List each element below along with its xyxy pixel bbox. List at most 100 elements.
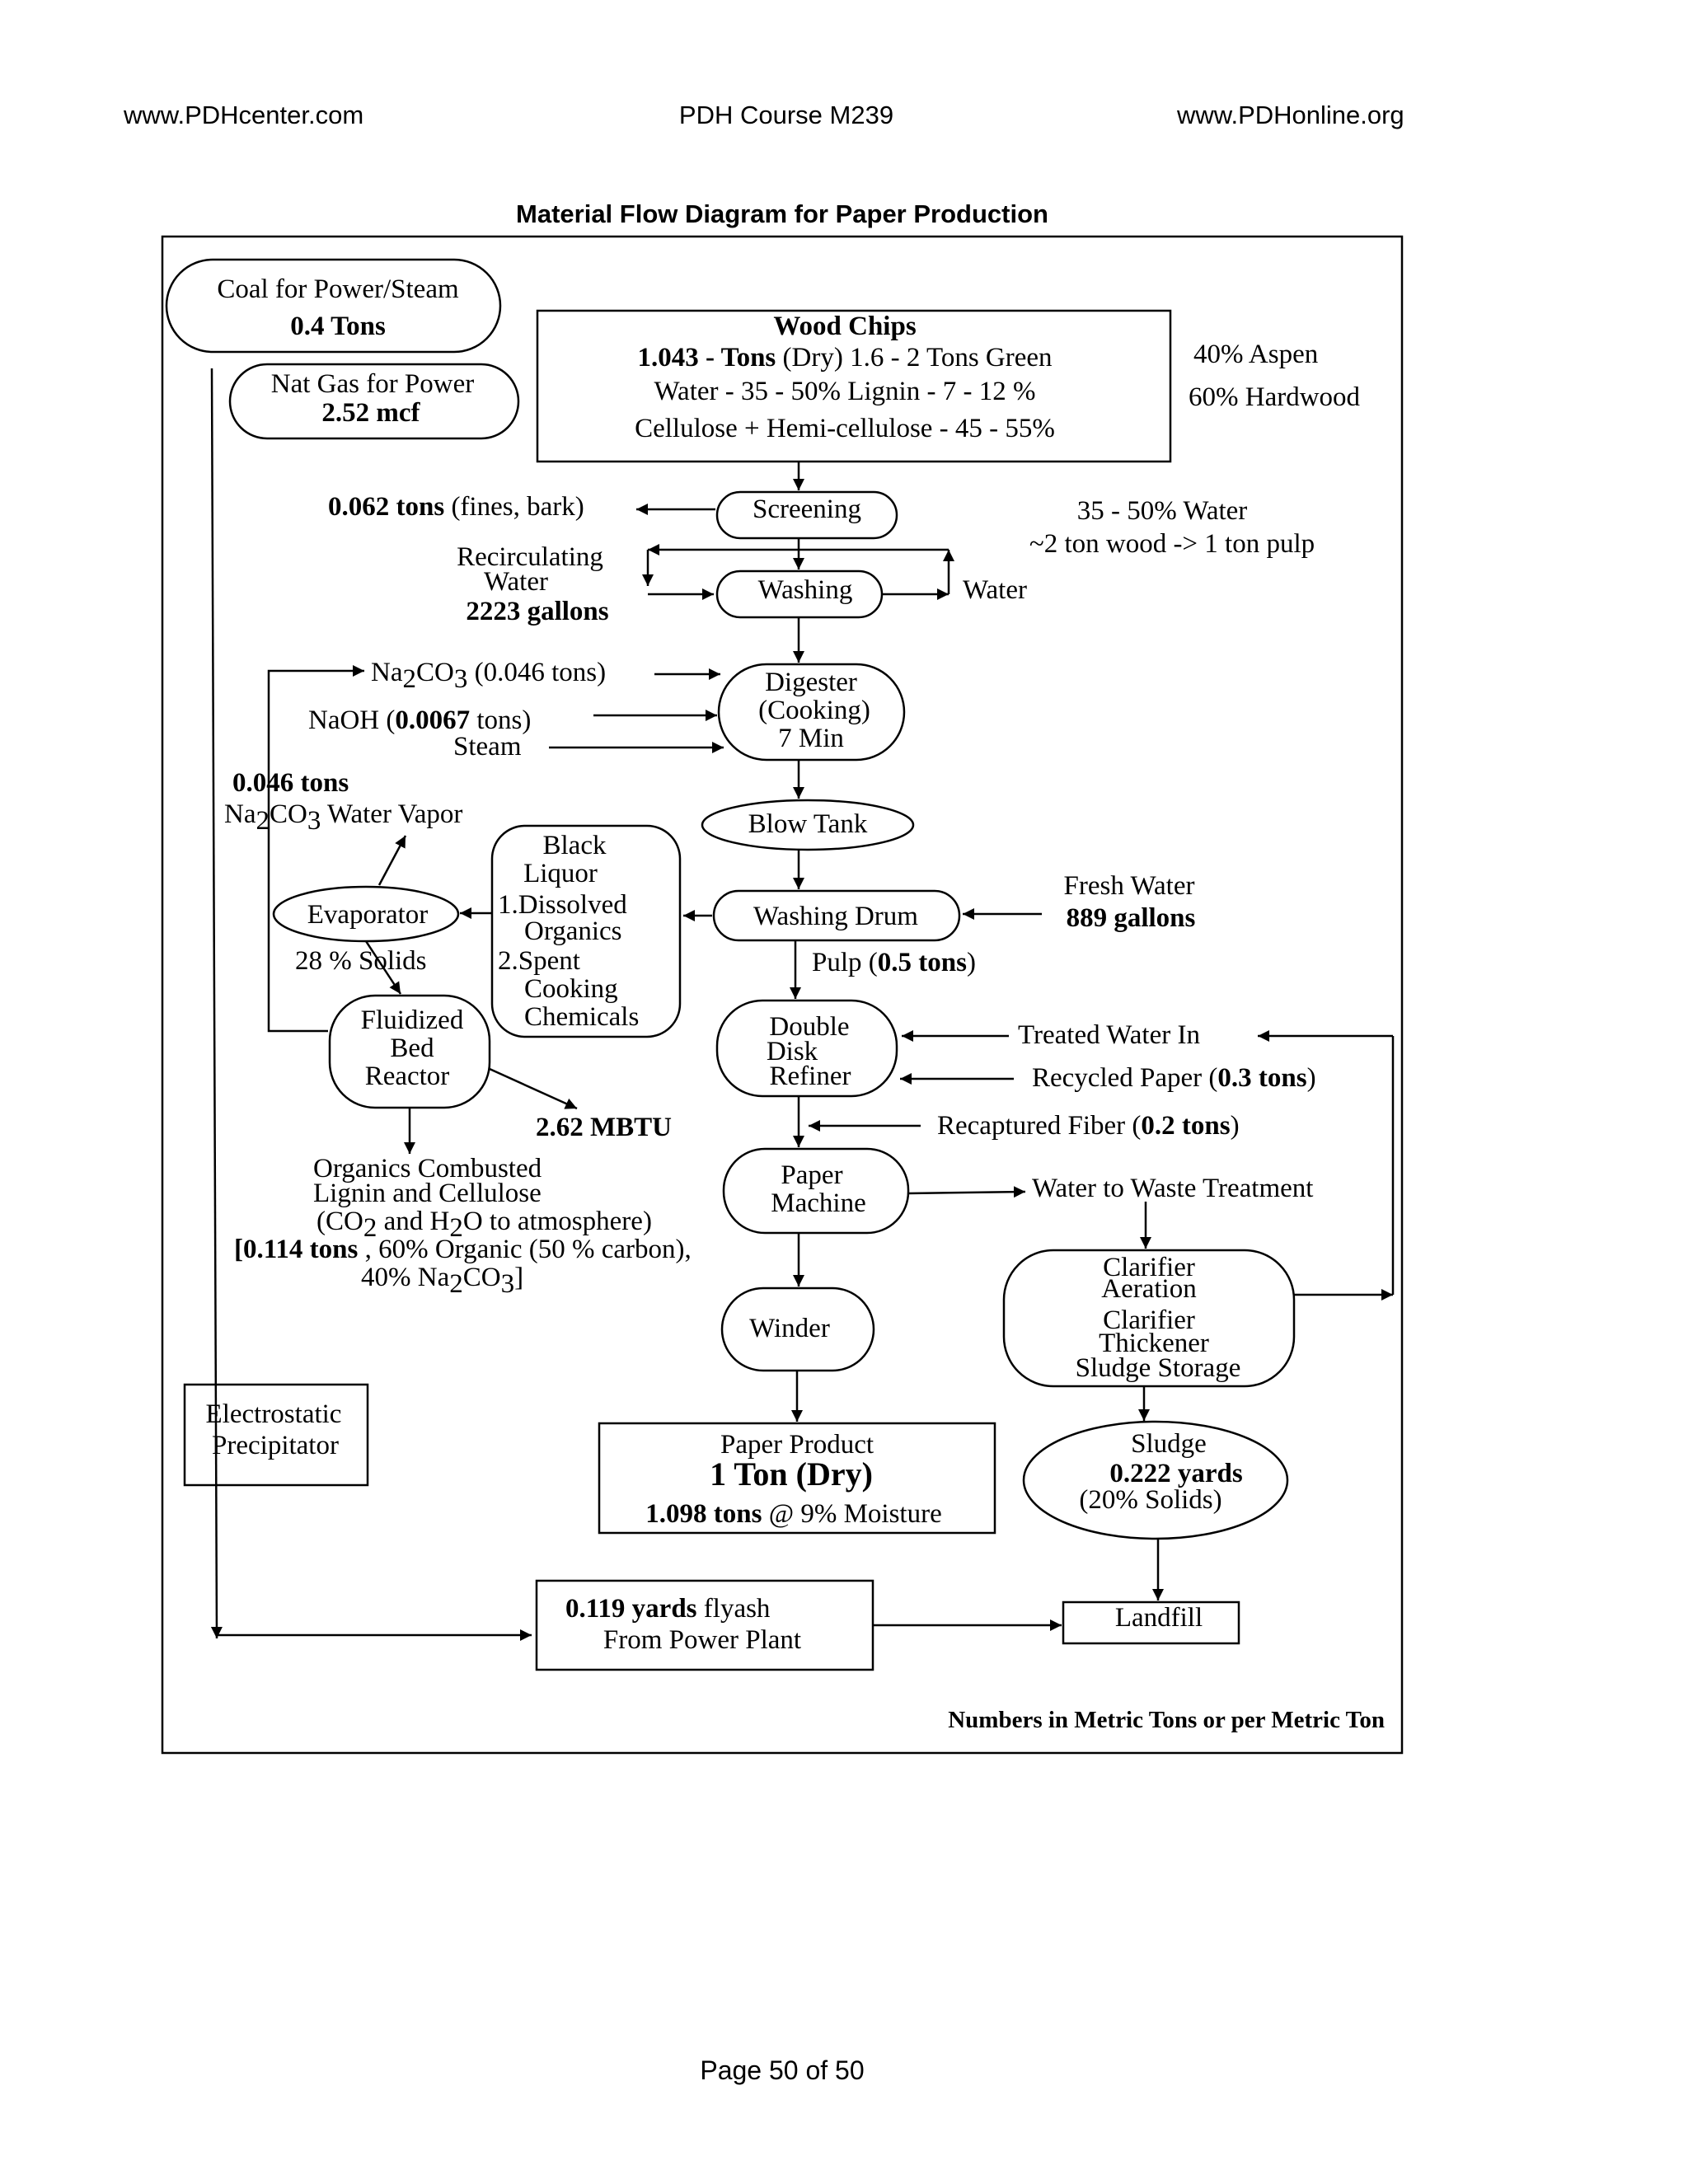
svg-text:Bed: Bed — [390, 1033, 434, 1063]
paper-machine-node: Paper Machine — [722, 1147, 910, 1235]
svg-text:Nat Gas for Power: Nat Gas for Power — [271, 369, 475, 399]
recycled-paper-label: Recycled Paper (0.3 tons) — [1032, 1063, 1316, 1093]
svg-text:Double: Double — [769, 1012, 849, 1042]
double-disk-refiner-node: Double Disk Refiner — [715, 999, 898, 1098]
svg-text:Cooking: Cooking — [524, 974, 618, 1004]
svg-text:0.119 yards flyash: 0.119 yards flyash — [565, 1594, 771, 1624]
svg-text:1.Dissolved: 1.Dissolved — [498, 890, 627, 920]
flow-connectors — [210, 368, 1395, 1641]
svg-text:0.222 yards: 0.222 yards — [1109, 1459, 1243, 1488]
recirc-water-label: Water — [484, 567, 548, 597]
svg-text:1.098 tons @ 9% Moisture: 1.098 tons @ 9% Moisture — [645, 1499, 941, 1529]
svg-text:Organics: Organics — [524, 916, 622, 946]
combustion-notes: Organics Combusted Lignin and Cellulose … — [234, 1154, 692, 1299]
washing-node: Washing — [715, 569, 884, 619]
svg-text:[0.114 tons , 60% Organic (50: [0.114 tons , 60% Organic (50 % carbon), — [234, 1235, 692, 1264]
wood-pulp-ratio-note: ~2 ton wood -> 1 ton pulp — [1029, 529, 1315, 559]
screening-node: Screening — [715, 490, 898, 540]
svg-text:Water - 35 - 50% Lignin: Water - 35 - 50% Lignin - 7 - 12 % — [654, 377, 1036, 406]
svg-text:1 Ton (Dry): 1 Ton (Dry) — [710, 1455, 873, 1493]
svg-text:Wood Chips: Wood Chips — [773, 312, 916, 341]
washing-drum-node: Washing Drum — [712, 889, 961, 942]
solids-label: 28 % Solids — [295, 946, 427, 976]
hardwood-label: 60% Hardwood — [1189, 382, 1361, 412]
svg-text:(Cooking): (Cooking) — [758, 696, 870, 725]
svg-text:Sludge: Sludge — [1131, 1429, 1207, 1459]
waste-water-label: Water to Waste Treatment — [1032, 1174, 1313, 1203]
units-note: Numbers in Metric Tons or per Metric Ton — [948, 1707, 1385, 1733]
recirc-gallons: 2223 gallons — [466, 597, 608, 626]
recaptured-fiber-label: Recaptured Fiber (0.2 tons) — [937, 1111, 1240, 1141]
fluidized-bed-reactor-node: Fluidized Bed Reactor — [328, 994, 491, 1109]
svg-text:Landfill: Landfill — [1115, 1603, 1203, 1633]
treated-water-label: Treated Water In — [1018, 1020, 1200, 1050]
svg-text:Machine: Machine — [771, 1188, 865, 1218]
svg-text:Cellulose + Hemi-cellulose - 4: Cellulose + Hemi-cellulose - 45 - 55% — [635, 414, 1055, 443]
svg-text:Refiner: Refiner — [770, 1062, 851, 1091]
screen-water-note: 35 - 50% Water — [1077, 496, 1248, 526]
course-title: PDH Course M239 — [678, 101, 894, 129]
svg-text:Precipitator: Precipitator — [212, 1431, 339, 1460]
black-liquor-node: Black Liquor 1.Dissolved Organics 2.Spen… — [490, 824, 682, 1038]
svg-text:1.043 - Tons (Dry) 1.6 - 2 To: 1.043 - Tons (Dry) 1.6 - 2 Tons Green — [637, 343, 1052, 373]
diagram-frame — [161, 235, 1404, 1755]
na2co3-input: Na2CO3 (0.046 tons) — [371, 658, 606, 694]
sludge-node: Sludge 0.222 yards (20% Solids) — [1022, 1420, 1289, 1540]
svg-text:Paper Product: Paper Product — [720, 1430, 874, 1460]
svg-text:40% Na2CO3]: 40% Na2CO3] — [361, 1263, 523, 1299]
flyash-box: 0.119 yards flyash From Power Plant — [535, 1579, 874, 1671]
evaporator-node: Evaporator — [272, 885, 460, 943]
svg-text:Clarifier: Clarifier — [1103, 1305, 1195, 1335]
svg-text:2.52 mcf: 2.52 mcf — [321, 398, 420, 428]
digester-node: Digester (Cooking) 7 Min — [717, 663, 906, 762]
svg-text:From Power Plant: From Power Plant — [603, 1625, 801, 1655]
svg-text:Aeration: Aeration — [1101, 1274, 1196, 1304]
svg-text:Black: Black — [543, 831, 607, 860]
blow-tank-node: Blow Tank — [701, 799, 915, 851]
diagram-title: Material Flow Diagram for Paper Producti… — [516, 199, 1048, 228]
svg-text:Evaporator: Evaporator — [307, 900, 429, 930]
wood-chips-box: Wood Chips 1.043 - Tons (Dry) 1.6 - 2 To… — [536, 309, 1172, 463]
svg-text:Digester: Digester — [765, 668, 857, 697]
svg-text:Fluidized: Fluidized — [361, 1005, 464, 1035]
naoh-input: NaOH (0.0067 tons) — [308, 705, 531, 735]
svg-text:7 Min: 7 Min — [778, 724, 844, 753]
winder-node: Winder — [720, 1286, 875, 1372]
svg-text:Clarifier: Clarifier — [1103, 1253, 1195, 1282]
clarifier-node: Clarifier Aeration Clarifier Thickener S… — [1002, 1249, 1296, 1388]
water-out-label: Water — [963, 575, 1027, 605]
svg-text:(20% Solids): (20% Solids) — [1079, 1485, 1221, 1515]
recirc-label: Recirculating — [457, 542, 603, 572]
svg-text:Sludge Storage: Sludge Storage — [1076, 1353, 1241, 1383]
fines-label: 0.062 tons (fines, bark) — [328, 492, 584, 522]
page-footer: Page 50 of 50 — [700, 2055, 865, 2085]
svg-text:Lignin and Cellulose: Lignin and Cellulose — [313, 1179, 542, 1208]
svg-text:Reactor: Reactor — [365, 1062, 450, 1091]
natgas-node: Nat Gas for Power 2.52 mcf — [228, 363, 520, 440]
svg-text:Coal for Power/Steam: Coal for Power/Steam — [217, 274, 459, 304]
svg-text:Organics Combusted: Organics Combusted — [313, 1154, 542, 1183]
pdhonline-link[interactable]: www.PDHonline.org — [1177, 101, 1404, 129]
svg-text:Screening: Screening — [753, 494, 861, 524]
fresh-water-gallons: 889 gallons — [1067, 903, 1196, 933]
landfill-box: Landfill — [1062, 1601, 1240, 1645]
svg-text:Washing Drum: Washing Drum — [753, 902, 918, 931]
vapor-tons: 0.046 tons — [232, 768, 349, 798]
coal-node: Coal for Power/Steam 0.4 Tons — [165, 258, 502, 354]
svg-text:Liquor: Liquor — [523, 859, 598, 888]
svg-text:(CO2 and H2O to atmosphere): (CO2 and H2O to atmosphere) — [316, 1207, 652, 1243]
svg-text:Winder: Winder — [749, 1314, 830, 1343]
electrostatic-precipitator-node: Electrostatic Precipitator — [183, 1383, 369, 1487]
paper-product-box: Paper Product 1 Ton (Dry) 1.098 tons @ 9… — [598, 1422, 996, 1535]
svg-text:Washing: Washing — [758, 575, 853, 605]
pdhcenter-link[interactable]: www.PDHcenter.com — [124, 101, 364, 129]
svg-text:Disk: Disk — [767, 1037, 818, 1066]
vapor-label: Na2CO3 Water Vapor — [224, 799, 462, 836]
steam-input: Steam — [453, 732, 522, 762]
svg-text:Thickener: Thickener — [1099, 1329, 1209, 1358]
fresh-water-label: Fresh Water — [1064, 871, 1195, 901]
mbtu-label: 2.62 MBTU — [536, 1113, 672, 1142]
pulp-label: Pulp (0.5 tons) — [812, 948, 976, 977]
svg-text:2.Spent: 2.Spent — [498, 946, 580, 976]
